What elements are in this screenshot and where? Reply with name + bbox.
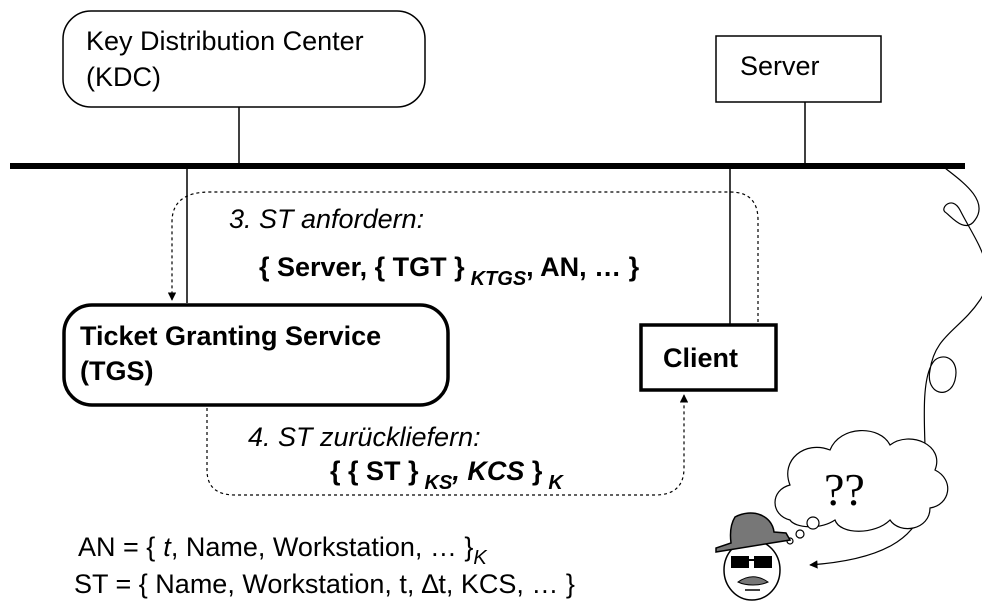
client-node: Client — [639, 323, 778, 392]
step3-msg-sub: KTGS — [471, 268, 527, 290]
an-prefix: AN = { — [78, 532, 155, 562]
eavesdropper-glasses-right — [754, 556, 772, 568]
kdc-node: Key Distribution Center (KDC) — [62, 10, 426, 108]
thought-dot-large — [806, 516, 820, 530]
thought-dot-medium — [795, 529, 805, 539]
kdc-label-line1: Key Distribution Center — [86, 26, 364, 56]
server-node: Server — [715, 35, 882, 103]
tgs-label-line2: (TGS) — [80, 356, 154, 386]
an-rest: , Name, Workstation, … } — [171, 532, 474, 562]
eavesdropper-mustache — [737, 576, 769, 586]
thought-cloud: ?? — [774, 430, 949, 545]
step3-message: { Server, { TGT } KTGS, AN, … } — [259, 252, 640, 290]
tgs-node: Ticket Granting Service (TGS) — [62, 303, 450, 407]
step4-title: 4. ST zurückliefern: — [248, 422, 481, 452]
server-label: Server — [740, 51, 820, 81]
step4-msg-open: { { ST } — [330, 456, 419, 486]
an-sub: K — [473, 547, 488, 569]
tgs-label-line1: Ticket Granting Service — [80, 321, 381, 351]
an-t: t — [163, 532, 172, 562]
client-label: Client — [663, 343, 738, 373]
server-box — [715, 35, 882, 103]
step4-arrow — [206, 394, 689, 496]
thought-bubble — [774, 430, 949, 532]
step4-message: { { ST } KS, KCS }K — [330, 456, 564, 494]
eavesdropper-icon — [715, 512, 792, 601]
step3-msg-open: { Server, { TGT } — [259, 252, 465, 282]
tgs-box — [62, 303, 450, 407]
thought-text: ?? — [824, 464, 865, 515]
kdc-label-line2: (KDC) — [86, 62, 161, 92]
step3-msg-close: , AN, … } — [526, 252, 640, 282]
step3-title: 3. ST anfordern: — [229, 204, 424, 234]
step4-msg-sub2: K — [548, 472, 564, 494]
client-box — [639, 323, 778, 392]
st-definition: ST = { Name, Workstation, t, ∆t, KCS, … … — [74, 569, 575, 599]
kdc-box — [62, 10, 426, 108]
step4-msg-sub1: KS — [425, 472, 453, 494]
step3-arrow — [167, 191, 759, 322]
step4-msg-close: } — [524, 456, 543, 486]
an-definition: AN = { t, Name, Workstation, … }K — [78, 532, 488, 569]
eavesdropper-glasses-left — [731, 556, 749, 568]
step4-msg-mid: , KCS — [451, 456, 524, 486]
eavesdropper-hat — [715, 512, 792, 553]
